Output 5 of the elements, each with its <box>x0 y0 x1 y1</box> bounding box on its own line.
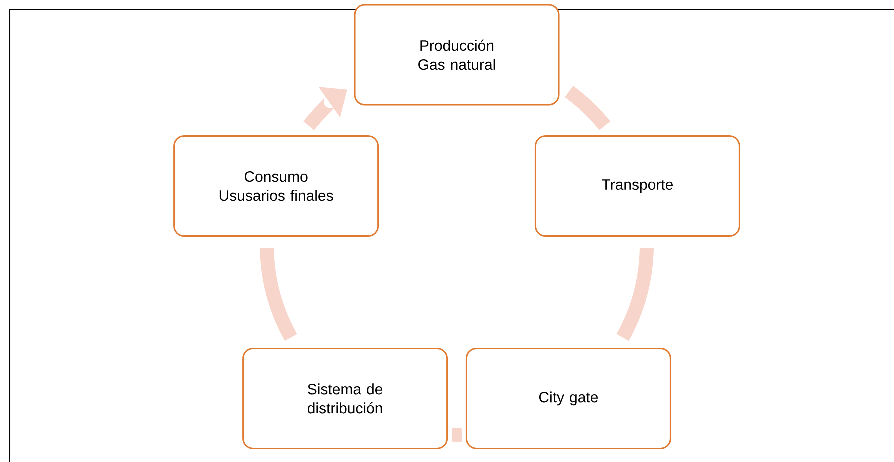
process-box: City gate <box>466 348 672 450</box>
process-box: Consumo Ususarios finales <box>174 136 380 238</box>
process-box: Sistema de distribución <box>242 348 448 450</box>
process-box: Producción Gas natural <box>354 4 560 106</box>
process-box: Transporte <box>534 136 740 238</box>
